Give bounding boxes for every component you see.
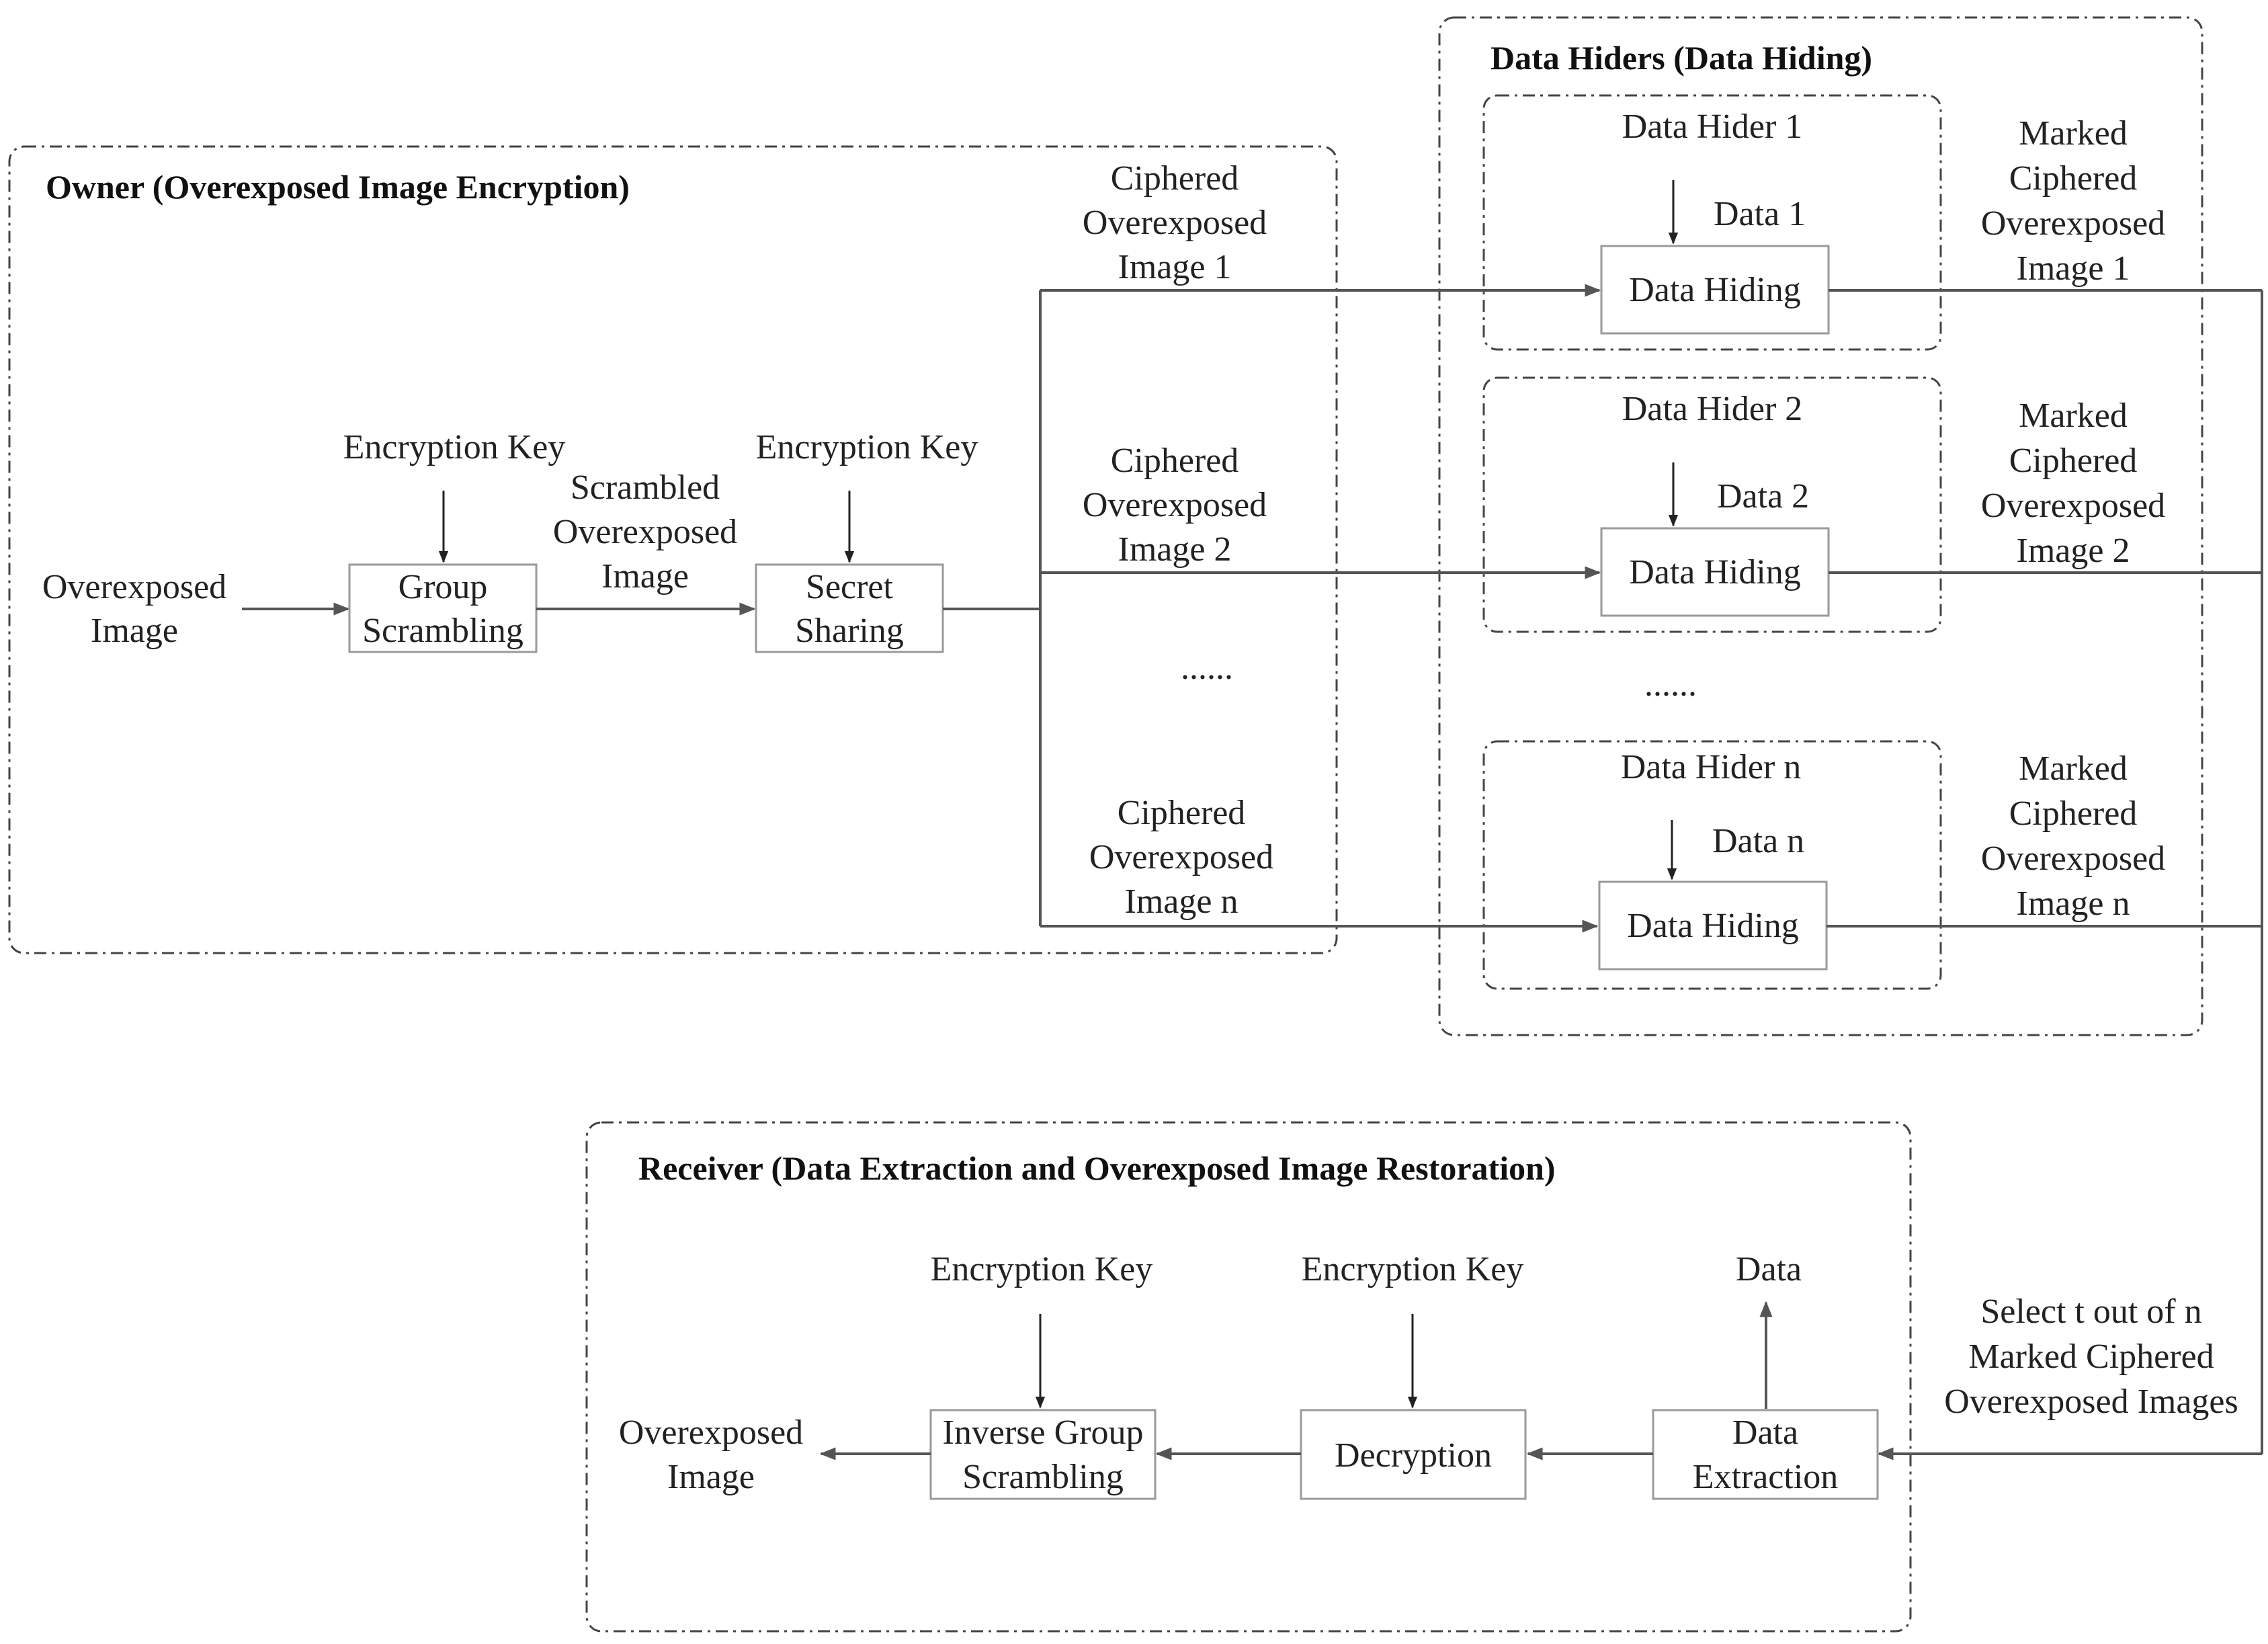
hiders-ellipsis: ...... <box>1644 665 1697 704</box>
marked-image-2-label: Marked Ciphered Overexposed Image 2 <box>1981 397 2165 570</box>
encryption-key-label-inv: Encryption Key <box>931 1250 1153 1288</box>
svg-text:Select t out of n: Select t out of n <box>1980 1292 2201 1331</box>
encryption-key-label-b: Encryption Key <box>756 428 978 466</box>
svg-text:Ciphered: Ciphered <box>2009 794 2138 833</box>
secret-sharing-line1: Secret <box>806 568 893 606</box>
restored-image-label: Overexposed Image <box>619 1413 803 1496</box>
decryption-box <box>1300 1409 1527 1500</box>
ciphered-ellipsis: ...... <box>1181 649 1233 687</box>
data-hider-n-title: Data Hider n <box>1621 748 1802 786</box>
svg-text:Scrambled: Scrambled <box>571 468 720 507</box>
ciphered-image-1-label: Ciphered Overexposed Image 1 <box>1083 159 1267 286</box>
data-extraction-line2: Extraction <box>1693 1458 1839 1496</box>
svg-text:Ciphered: Ciphered <box>2009 159 2138 198</box>
svg-text:Overexposed: Overexposed <box>1981 839 2165 878</box>
marked-image-1-label: Marked Ciphered Overexposed Image 1 <box>1981 114 2165 288</box>
data-2-label: Data 2 <box>1717 477 1809 516</box>
ciphered-image-2-label: Ciphered Overexposed Image 2 <box>1083 442 1267 569</box>
encryption-key-label-a: Encryption Key <box>343 428 566 466</box>
svg-text:Image: Image <box>667 1458 755 1496</box>
data-extraction-box <box>1652 1409 1879 1500</box>
encryption-key-label-dec: Encryption Key <box>1302 1250 1524 1288</box>
scrambled-image-label: Scrambled Overexposed Image <box>553 468 737 595</box>
svg-text:Marked Ciphered: Marked Ciphered <box>1968 1338 2214 1376</box>
svg-text:Overexposed: Overexposed <box>1981 204 2165 243</box>
svg-text:Image n: Image n <box>1125 882 1238 921</box>
data-n-label: Data n <box>1712 822 1804 860</box>
data-hider-1-title: Data Hider 1 <box>1622 108 1803 146</box>
inverse-scrambling-line1: Inverse Group <box>943 1413 1144 1452</box>
data-hiding-box-n <box>1598 880 1828 971</box>
ciphered-image-n-label: Ciphered Overexposed Image n <box>1089 794 1273 921</box>
svg-text:Image: Image <box>91 612 178 650</box>
secret-sharing-box <box>755 563 944 653</box>
data-hiding-box-2-label: Data Hiding <box>1629 553 1801 591</box>
secret-sharing-line2: Sharing <box>795 612 904 650</box>
data-hiding-box-1-label: Data Hiding <box>1629 271 1801 309</box>
svg-text:Ciphered: Ciphered <box>1111 442 1239 480</box>
svg-text:Overexposed: Overexposed <box>553 513 737 551</box>
svg-text:Overexposed: Overexposed <box>1981 487 2165 525</box>
group-scrambling-line1: Group <box>398 568 488 606</box>
svg-text:Ciphered: Ciphered <box>1111 159 1239 198</box>
svg-text:Overexposed: Overexposed <box>1089 838 1273 876</box>
svg-text:Overexposed: Overexposed <box>42 568 226 606</box>
svg-text:Image 1: Image 1 <box>1118 248 1232 286</box>
hiders-group-frame <box>1438 16 2203 1036</box>
inverse-scrambling-line2: Scrambling <box>962 1458 1124 1496</box>
data-hiding-box-2 <box>1600 527 1830 617</box>
select-t-of-n-label: Select t out of n Marked Ciphered Overex… <box>1944 1292 2238 1421</box>
marked-image-n-label: Marked Ciphered Overexposed Image n <box>1981 749 2165 923</box>
inverse-group-scrambling-box <box>929 1409 1157 1500</box>
data-1-label: Data 1 <box>1714 195 1806 233</box>
svg-text:Image n: Image n <box>2017 885 2130 923</box>
data-hiding-box-1 <box>1600 245 1830 335</box>
svg-text:Overexposed: Overexposed <box>1083 204 1267 242</box>
svg-text:Image: Image <box>601 557 689 595</box>
receiver-group-title: Receiver (Data Extraction and Overexpose… <box>638 1149 1556 1187</box>
data-extraction-line1: Data <box>1732 1413 1798 1452</box>
svg-text:Overexposed: Overexposed <box>619 1413 803 1452</box>
svg-text:Marked: Marked <box>2019 397 2128 435</box>
hider-n-frame <box>1482 740 1942 990</box>
data-hider-2-title: Data Hider 2 <box>1622 390 1803 428</box>
svg-text:Overexposed Images: Overexposed Images <box>1944 1383 2238 1421</box>
decryption-label: Decryption <box>1335 1436 1492 1475</box>
group-scrambling-box <box>348 563 538 653</box>
owner-group-frame <box>8 145 1338 954</box>
svg-text:Image 2: Image 2 <box>1118 530 1232 569</box>
svg-text:Marked: Marked <box>2019 749 2128 788</box>
hiders-group-title: Data Hiders (Data Hiding) <box>1490 39 1872 77</box>
svg-text:Ciphered: Ciphered <box>1118 794 1246 832</box>
owner-input-label: Overexposed Image <box>42 568 226 650</box>
data-output-label: Data <box>1736 1250 1802 1288</box>
hider-1-frame <box>1482 94 1942 351</box>
svg-text:Ciphered: Ciphered <box>2009 442 2138 480</box>
hider-2-frame <box>1482 376 1942 633</box>
svg-text:Image 1: Image 1 <box>2017 249 2130 288</box>
svg-text:Overexposed: Overexposed <box>1083 486 1267 524</box>
owner-group-title: Owner (Overexposed Image Encryption) <box>46 168 630 206</box>
receiver-group-frame <box>585 1121 1912 1633</box>
svg-text:Image 2: Image 2 <box>2017 532 2130 570</box>
group-scrambling-line2: Scrambling <box>362 612 523 650</box>
svg-text:Marked: Marked <box>2019 114 2128 153</box>
data-hiding-box-n-label: Data Hiding <box>1627 907 1799 945</box>
